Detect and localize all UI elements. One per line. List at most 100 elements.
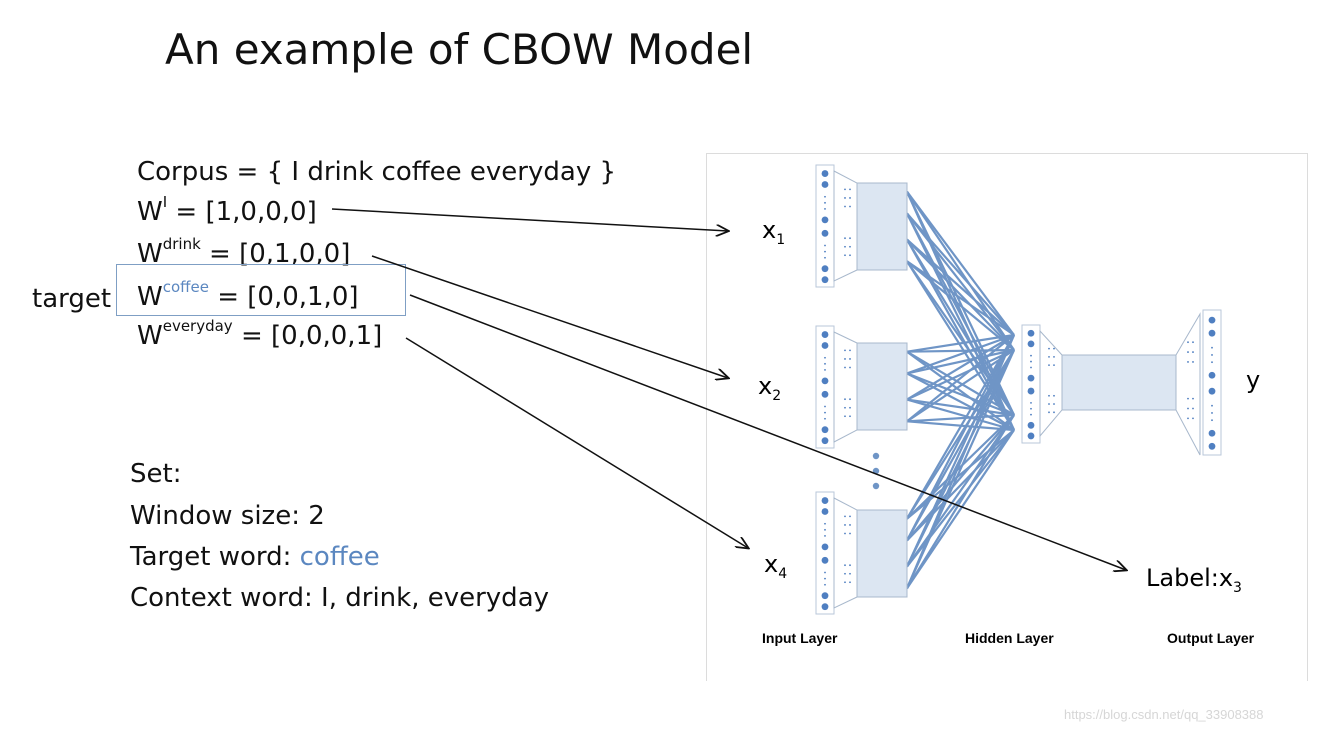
neuron-dot [1048, 411, 1050, 414]
vector-value: = [1,0,0,0] [167, 197, 317, 227]
vector-sup: I [162, 193, 168, 211]
weight-connection [906, 349, 1015, 568]
neuron-dot [1053, 403, 1055, 405]
neuron-node [1208, 329, 1216, 337]
neuron-dot [849, 532, 851, 535]
label-x3: Label:x3 [1146, 564, 1242, 596]
neuron-dot [849, 398, 851, 401]
neuron-dot [1048, 364, 1050, 367]
input-layer-blocks [815, 164, 908, 615]
neuron-dot [849, 349, 851, 352]
neuron-node [821, 497, 829, 504]
neuron-node [821, 229, 829, 237]
neuron-dot [844, 358, 846, 360]
neuron-dot [824, 405, 826, 408]
neuron-dot [1053, 355, 1055, 358]
neuron-dot [1187, 407, 1189, 410]
page-title: An example of CBOW Model [165, 25, 754, 74]
neuron-dot [844, 572, 846, 575]
neuron-dot [849, 524, 851, 526]
neuron-node [821, 603, 829, 611]
neuron-dot [1030, 360, 1032, 363]
neuron-dot [849, 406, 851, 409]
neuron-dot [824, 244, 826, 247]
neuron-dot [824, 195, 826, 198]
neuron-dot [849, 254, 851, 257]
weight-connection [906, 238, 1015, 351]
neuron-node [1208, 442, 1216, 450]
neuron-node [1208, 316, 1216, 324]
neuron-dot [1192, 407, 1194, 410]
vector-w-everyday: Weveryday = [0,0,0,1] [137, 317, 382, 352]
neuron-dot [844, 564, 846, 567]
neuron-dot [844, 581, 846, 584]
neuron-node [821, 265, 829, 273]
neuron-dot [1211, 346, 1213, 349]
neuron-dot [1211, 419, 1213, 422]
settings-window-size: Window size: 2 [130, 501, 325, 531]
neuron-dot [844, 406, 846, 409]
vector-w-coffee: Wcoffee = [0,0,1,0] [137, 278, 359, 313]
neuron-node [1208, 429, 1216, 437]
neuron-dot [844, 398, 846, 401]
neuron-node [821, 181, 829, 188]
target-word-prefix: Target word: [130, 542, 300, 572]
neuron-dot [1187, 417, 1189, 420]
weight-connection [906, 212, 1015, 351]
neuron-dot [849, 564, 851, 567]
weight-connection [906, 349, 1015, 541]
weight-connection [906, 334, 1015, 520]
neuron-dot [1053, 411, 1055, 414]
neuron-dot [844, 237, 846, 240]
neuron-node [821, 377, 829, 385]
neuron-dot [1030, 366, 1032, 369]
vector-sup: coffee [162, 278, 209, 296]
neuron-dot [849, 205, 851, 208]
vector-value: = [0,0,1,0] [208, 282, 359, 312]
neuron-dot [1192, 397, 1194, 400]
arrow-w-i-to-x1 [331, 208, 728, 231]
weight-connection [906, 350, 1015, 416]
neuron-dot [1053, 394, 1055, 397]
neuron-dot [844, 415, 846, 418]
neuron-node [1027, 340, 1035, 348]
network-connections [905, 191, 1016, 589]
neuron-node [1027, 421, 1035, 429]
neuron-node [1027, 329, 1035, 337]
neuron-dot [849, 245, 851, 248]
neuron-node [821, 543, 829, 551]
weight-connection [906, 414, 1015, 589]
neuron-node [821, 331, 829, 338]
weight-connection [906, 414, 1015, 568]
weight-connection [906, 372, 1015, 417]
neuron-dot [824, 362, 826, 365]
neuron-dot [1192, 351, 1194, 353]
weight-connection [906, 239, 1015, 431]
weight-connection [906, 398, 1015, 417]
neuron-dot [1211, 354, 1213, 356]
neuron-dot [824, 356, 826, 359]
vector-sup: everyday [162, 317, 233, 335]
neuron-dot [824, 571, 826, 574]
neuron-dot [849, 197, 851, 199]
neuron-dot [849, 572, 851, 575]
neuron-dot [1187, 361, 1189, 363]
vector-base: W [137, 197, 163, 227]
neuron-dot [844, 532, 846, 535]
neuron-dot [844, 515, 846, 518]
neuron-dot [824, 522, 826, 525]
settings-target-word: Target word: coffee [130, 541, 380, 573]
weight-connection [906, 260, 1015, 431]
weight-connection [906, 398, 1015, 432]
neuron-dot [824, 250, 826, 253]
weight-connection [906, 334, 1015, 423]
watermark: https://blog.csdn.net/qq_33908388 [1064, 707, 1264, 722]
neuron-dot [824, 369, 826, 371]
neuron-dot [844, 245, 846, 248]
weight-connection [906, 349, 1015, 423]
weight-connection [905, 349, 1016, 589]
neuron-dot [824, 535, 826, 537]
neuron-dot [849, 237, 851, 240]
neuron-dot [849, 581, 851, 584]
